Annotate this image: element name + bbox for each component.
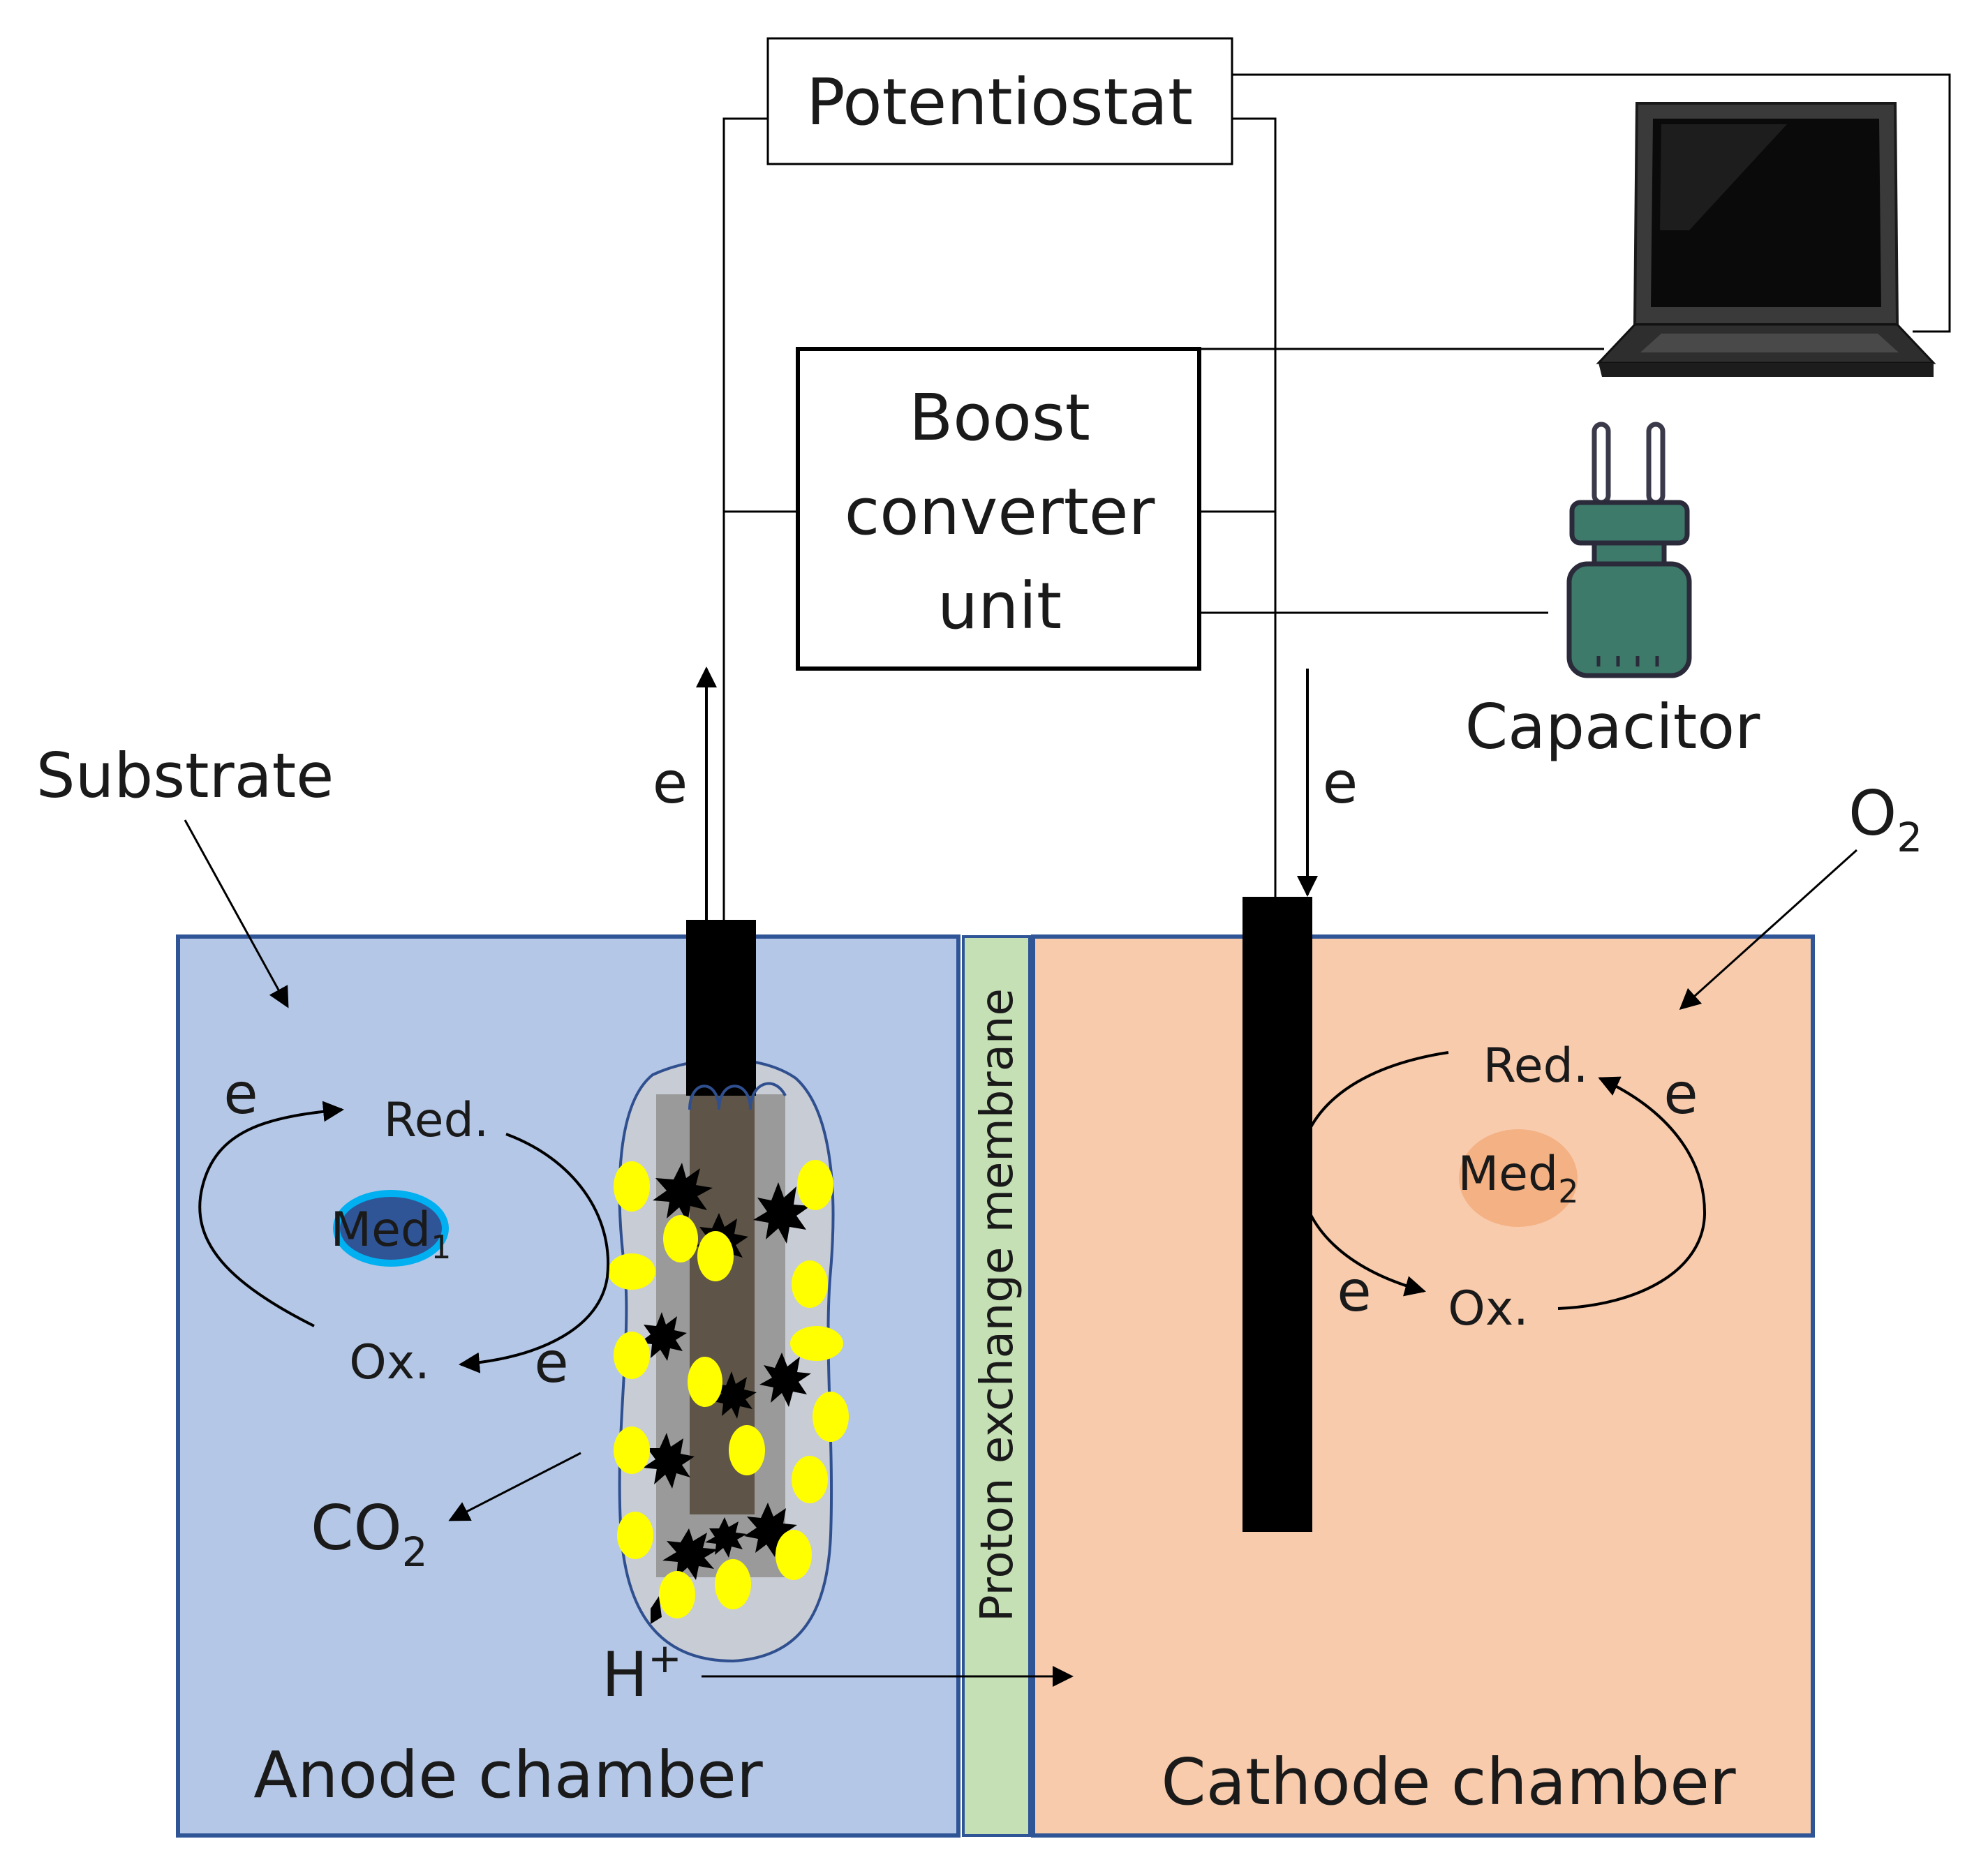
wiring (722, 73, 1951, 920)
med2-label: Med2 (1458, 1147, 1579, 1210)
substrate-arrow (184, 819, 289, 1008)
boost-label-line3: unit (937, 569, 1062, 643)
substrate-label: Substrate (36, 740, 334, 812)
o2-subscript: 2 (1897, 814, 1922, 861)
anode-mediator-cycle (198, 1101, 610, 1373)
med2-blob (1459, 1129, 1578, 1227)
med1-subscript: 1 (431, 1228, 451, 1266)
cathode-ox-label: Ox. (1448, 1281, 1528, 1336)
boost-converter-box (796, 347, 1201, 671)
proton-exchange-membrane (962, 935, 1031, 1837)
h-plus-label: H+ (602, 1634, 682, 1711)
anode-e-bottom-label: e (534, 1330, 568, 1395)
co2-arrow (448, 1452, 581, 1521)
electron-up-label: e (653, 750, 688, 817)
med1-main: Med (331, 1202, 431, 1258)
capacitor-icon (1566, 422, 1692, 678)
anode-chamber-label: Anode chamber (253, 1738, 763, 1812)
cathode-chamber (1031, 934, 1815, 1838)
o2-label: O2 (1848, 777, 1922, 861)
cathode-e-left-label: e (1337, 1259, 1371, 1324)
anode-red-label: Red. (384, 1093, 489, 1148)
h-superscript: + (648, 1634, 682, 1682)
o2-main: O (1848, 777, 1897, 849)
potentiostat-label: Potentiostat (806, 65, 1193, 140)
o2-arrow (1679, 849, 1858, 1011)
anode-ox-label: Ox. (349, 1335, 429, 1390)
med1-label: Med1 (331, 1202, 452, 1266)
anode-electrode (608, 920, 849, 1663)
med2-subscript: 2 (1558, 1172, 1578, 1210)
cathode-mediator-cycle (1298, 1051, 1707, 1310)
cathode-e-right-label: e (1663, 1062, 1698, 1126)
med1-blob (333, 1190, 449, 1267)
potentiostat-box (766, 37, 1233, 165)
boost-label-line2: converter (845, 475, 1155, 549)
h-main: H (602, 1639, 648, 1711)
laptop-icon (1596, 102, 1936, 377)
cathode-red-label: Red. (1483, 1038, 1589, 1094)
co2-label: CO2 (311, 1492, 428, 1576)
anode-e-top-label: e (223, 1062, 258, 1126)
capacitor-label: Capacitor (1465, 691, 1760, 763)
boost-label-line1: Boost (909, 380, 1090, 455)
membrane-label: Proton exchange membrane (972, 988, 1023, 1622)
cathode-electrode (1242, 897, 1312, 1532)
electron-down-label: e (1323, 750, 1358, 817)
co2-main: CO (311, 1492, 402, 1564)
med2-main: Med (1458, 1147, 1559, 1202)
co2-subscript: 2 (402, 1528, 428, 1576)
cathode-chamber-label: Cathode chamber (1161, 1745, 1735, 1819)
